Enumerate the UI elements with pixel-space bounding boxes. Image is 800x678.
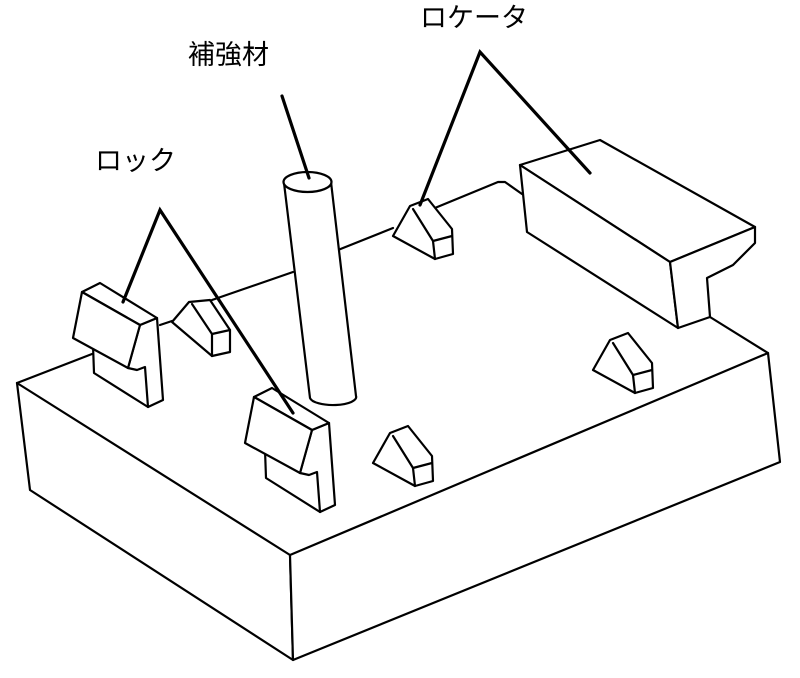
locator-leader-lines (418, 49, 592, 207)
wedge-locator (591, 331, 655, 395)
lock-clamp (71, 281, 165, 409)
wedge-locator (170, 298, 232, 358)
reinforcement-leader-line (280, 94, 311, 180)
wedge-locator (391, 197, 455, 261)
locator-block (518, 138, 757, 330)
reinforcement-cylinder (282, 170, 358, 407)
base-plate (15, 180, 782, 662)
wedge-locator (371, 424, 435, 488)
label-lock: ロック (95, 146, 176, 177)
lock-leader-lines (121, 206, 295, 415)
label-locator: ロケータ (420, 3, 528, 34)
label-reinforcement: 補強材 (188, 40, 269, 71)
